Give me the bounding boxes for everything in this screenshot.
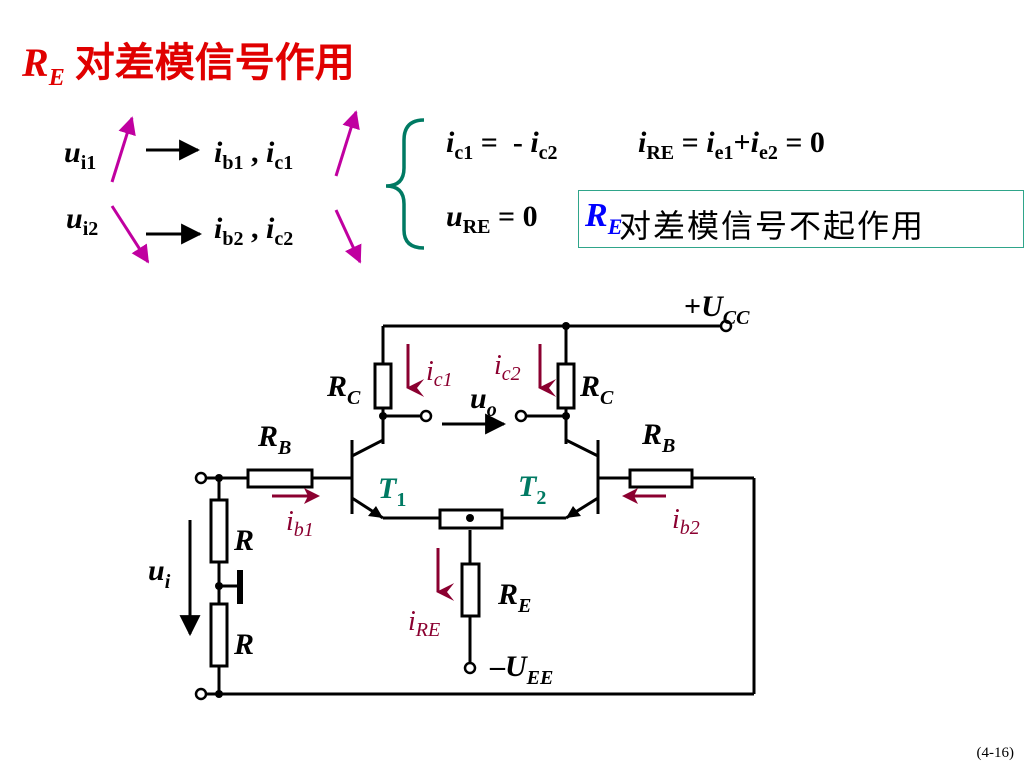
eq2-b: i bbox=[706, 126, 715, 159]
resistors bbox=[209, 362, 694, 668]
vcc-terminal bbox=[719, 319, 733, 333]
nodes bbox=[215, 322, 570, 698]
t1-emitter-arrow bbox=[368, 506, 383, 518]
conclusion-box: RE 对差模信号不起作用 bbox=[578, 190, 1024, 248]
rb-left-label: RB bbox=[257, 420, 291, 459]
row2-ic: i bbox=[265, 212, 275, 245]
eq2-a: i bbox=[638, 126, 647, 159]
row2-input-sym: u bbox=[66, 202, 83, 235]
equation-ire: iRE = ie1+ie2 = 0 bbox=[638, 126, 825, 165]
ib1-label: ib1 bbox=[286, 506, 314, 541]
conclusion-sym: R bbox=[585, 197, 608, 234]
vcc-label: +UCC bbox=[684, 290, 750, 329]
r-top-resistor bbox=[209, 498, 229, 564]
rc-right-resistor bbox=[556, 362, 576, 410]
up-arrow-ic1 bbox=[334, 110, 360, 177]
row2-input: ui2 bbox=[66, 202, 98, 241]
uo-terminal-left bbox=[419, 409, 433, 423]
r-top-label: R bbox=[233, 524, 254, 557]
ic1-label: ic1 bbox=[426, 356, 453, 391]
ib2-arrowhead bbox=[622, 488, 638, 504]
rc-left-label: RC bbox=[326, 370, 361, 409]
up-arrow-ui1 bbox=[110, 116, 136, 183]
eq2-b-sub: e1 bbox=[714, 142, 734, 164]
ui-label: ui bbox=[148, 554, 171, 593]
row2-ib-sub: b2 bbox=[222, 228, 244, 250]
row2-sep: , bbox=[243, 212, 266, 245]
row1-input-sym: u bbox=[64, 136, 81, 169]
equation-ic: ic1 = - ic2 bbox=[446, 126, 558, 165]
row2-effect: ib2 , ic2 bbox=[214, 212, 293, 251]
conclusion-sub: E bbox=[607, 213, 623, 239]
row1-effect: ib1 , ic1 bbox=[214, 136, 293, 175]
row1-sep: , bbox=[243, 136, 266, 169]
rb-right-label: RB bbox=[641, 418, 675, 457]
t2-label: T2 bbox=[518, 470, 546, 509]
current-arrows bbox=[272, 344, 666, 601]
t1-label: T1 bbox=[378, 472, 406, 511]
conclusion-symbol: RE bbox=[585, 197, 622, 240]
row2-ic-sub: c2 bbox=[274, 228, 294, 250]
row2-ib: i bbox=[214, 212, 223, 245]
terminals bbox=[194, 319, 733, 701]
eq3-end: = 0 bbox=[490, 200, 538, 233]
conclusion-text: 对差模信号不起作用 bbox=[619, 207, 926, 245]
eq2-eq: = bbox=[674, 126, 707, 159]
rc-left-resistor bbox=[373, 362, 393, 410]
down-arrow-ui2 bbox=[110, 205, 150, 264]
eq1-rhs: i bbox=[530, 126, 539, 159]
rc-right-label: RC bbox=[579, 370, 614, 409]
uo-label: uo bbox=[470, 382, 497, 421]
row1-ic-sub: c1 bbox=[274, 152, 294, 174]
eq3-sym: u bbox=[446, 200, 463, 233]
eq3-sub: RE bbox=[462, 216, 491, 238]
eq2-end: = 0 bbox=[777, 126, 825, 159]
r-bottom-label: R bbox=[233, 628, 254, 661]
t2-emitter-arrow bbox=[566, 506, 581, 518]
ic2-label: ic2 bbox=[494, 350, 521, 385]
r-bottom-resistor bbox=[209, 602, 229, 668]
eq2-c: i bbox=[750, 126, 759, 159]
re-resistor bbox=[460, 562, 481, 618]
eq1-lhs-sub: c1 bbox=[454, 142, 474, 164]
eq2-a-sub: RE bbox=[646, 142, 675, 164]
vee-label: –UEE bbox=[489, 650, 553, 689]
analysis-arrows bbox=[110, 110, 425, 264]
down-arrow-ic2 bbox=[334, 209, 362, 264]
brace bbox=[385, 118, 425, 250]
uo-terminal-right bbox=[514, 409, 528, 423]
rb-left-resistor bbox=[246, 468, 314, 489]
eq1-lhs: i bbox=[446, 126, 455, 159]
eq2-c-sub: e2 bbox=[758, 142, 778, 164]
title-text: 对差模信号作用 bbox=[64, 40, 355, 85]
row2-input-sub: i2 bbox=[82, 218, 99, 240]
ib1-arrowhead bbox=[304, 488, 320, 504]
circuit-wires bbox=[206, 324, 756, 696]
row1-input-sub: i1 bbox=[80, 152, 97, 174]
input-terminal-bottom bbox=[194, 687, 208, 701]
page-number: (4-16) bbox=[976, 745, 1015, 761]
title-re-symbol: R bbox=[22, 40, 49, 85]
eq1-rhs-sub: c2 bbox=[538, 142, 558, 164]
row1-ic: i bbox=[265, 136, 275, 169]
vee-terminal bbox=[463, 661, 477, 675]
input-terminal-top bbox=[194, 471, 208, 485]
ib2-label: ib2 bbox=[672, 504, 700, 539]
row1-input: ui1 bbox=[64, 136, 96, 175]
re-label: RE bbox=[497, 578, 531, 617]
ire-label: iRE bbox=[408, 606, 440, 641]
page-title: RE 对差模信号作用 bbox=[22, 30, 355, 92]
row1-ib-sub: b1 bbox=[222, 152, 244, 174]
rb-right-resistor bbox=[628, 468, 694, 489]
row1-ib: i bbox=[214, 136, 223, 169]
eq2-plus: + bbox=[733, 126, 751, 159]
title-re-sub: E bbox=[48, 65, 65, 91]
eq1-mid: = - bbox=[473, 126, 531, 159]
equation-ure: uRE = 0 bbox=[446, 200, 538, 239]
